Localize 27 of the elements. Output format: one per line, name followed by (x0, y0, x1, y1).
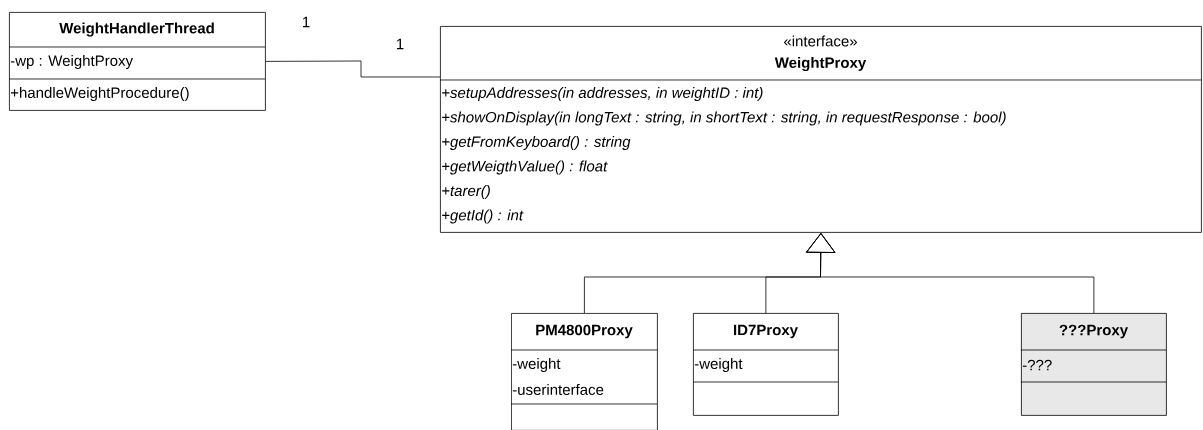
member-text: -weight (512, 358, 561, 372)
member-text: +handleWeightProcedure() (10, 87, 189, 101)
method-text: +setupAddresses(in addresses, in weightID : int) (442, 87, 763, 101)
member-text: -userinterface (512, 384, 604, 395)
class-box (439, 26, 1202, 233)
stereotype-text: «interface» (784, 35, 857, 47)
member-text: -??? (1022, 359, 1052, 371)
class-name: WeightHandlerThread (59, 22, 214, 37)
method-text: +tarer() (442, 185, 490, 199)
class-name: ???Proxy (1059, 324, 1128, 339)
member-text: -weight (694, 358, 743, 372)
generalization-arrow (806, 233, 1095, 314)
method-text: +getFromKeyboard() : string (442, 136, 631, 150)
class-box (8, 12, 266, 111)
multiplicity-label: 1 (303, 16, 310, 28)
member-text: -wp : WeightProxy (10, 55, 133, 69)
method-text: +getId() : int (442, 209, 524, 224)
method-text: +showOnDisplay(in longText : string, in shortText : string, in requestResponse : bool) (442, 111, 1006, 126)
class-box (510, 313, 658, 430)
method-text: +getWeigthValue() : float (442, 160, 608, 175)
multiplicity-label: 1 (397, 38, 404, 50)
class-box (692, 313, 839, 416)
class-name: WeightProxy (774, 56, 867, 71)
class-name: PM4800Proxy (536, 324, 633, 339)
class-box (1020, 313, 1167, 416)
class-name: ID7Proxy (734, 324, 798, 339)
association-line (265, 60, 441, 78)
